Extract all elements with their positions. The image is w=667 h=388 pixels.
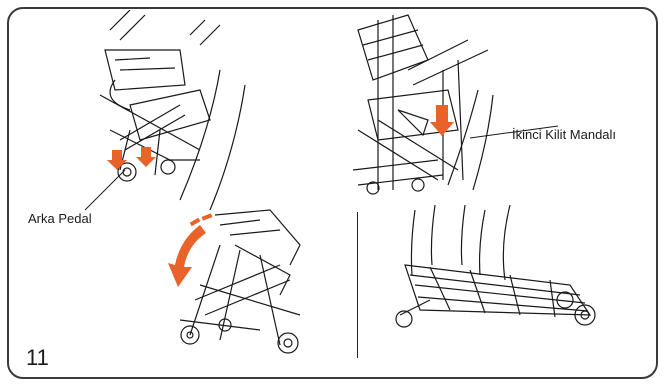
panel-divider	[357, 212, 358, 358]
stroller-folding-icon	[160, 205, 320, 360]
stroller-folded-icon	[390, 205, 610, 335]
second-lock-illustration	[348, 10, 498, 195]
step-number: 11	[26, 345, 49, 371]
stroller-second-lock-icon	[348, 10, 498, 195]
folding-illustration	[160, 205, 320, 360]
rear-pedal-pointer-line	[80, 165, 140, 215]
folded-illustration	[390, 205, 610, 335]
second-lock-latch-label: İkinci Kilit Mandalı	[512, 127, 616, 142]
